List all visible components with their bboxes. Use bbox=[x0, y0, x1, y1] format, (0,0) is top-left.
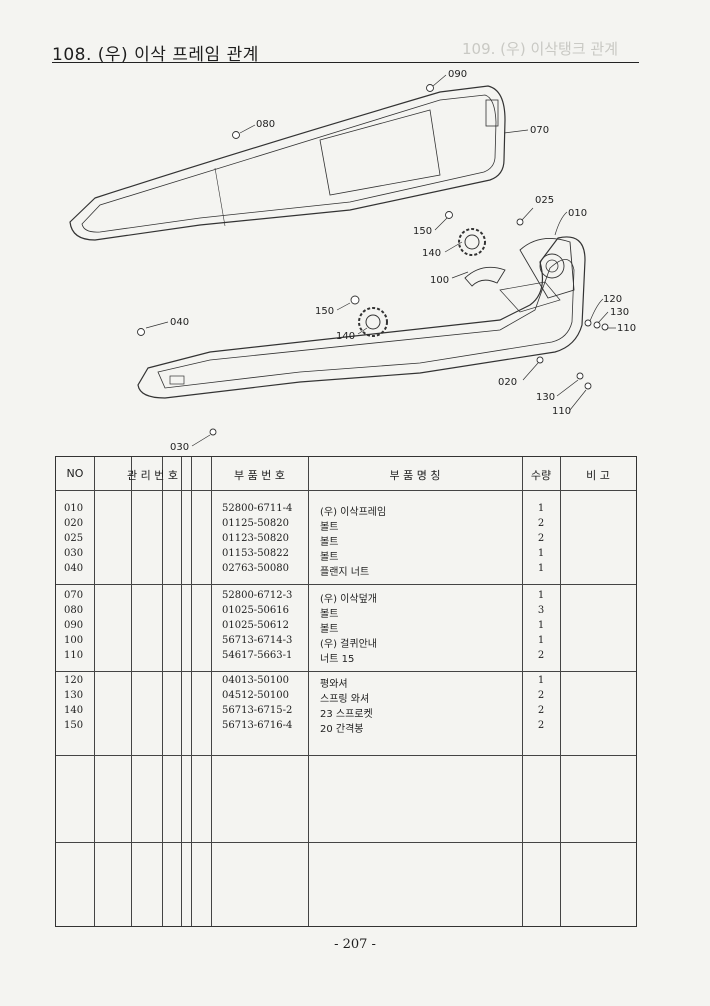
callout-leaders bbox=[145, 74, 616, 447]
callout-120: 120 bbox=[603, 294, 622, 305]
sprocket-140-upper bbox=[458, 228, 486, 256]
callout-150: 150 bbox=[413, 226, 432, 237]
callout-020: 020 bbox=[498, 377, 517, 388]
cover-plate-070 bbox=[69, 85, 506, 241]
callout-030: 030 bbox=[170, 442, 189, 453]
callout-090: 090 bbox=[448, 69, 467, 80]
callout-130-lower: 130 bbox=[536, 392, 555, 403]
ghost-title: 109. (우) 이삭탱크 관계 bbox=[462, 40, 619, 58]
callout-130: 130 bbox=[610, 307, 629, 318]
page-title: 108. (우) 이삭 프레임 관계 bbox=[52, 45, 259, 65]
callout-025: 025 bbox=[535, 195, 554, 206]
fasteners bbox=[137, 84, 609, 436]
title-rule bbox=[52, 62, 639, 63]
exploded-parts-diagram: 090 080 070 025 010 150 140 100 150 140 … bbox=[69, 69, 636, 453]
header-no: NO bbox=[66, 467, 84, 480]
header-part-number: 부 품 번 호 bbox=[234, 469, 285, 482]
callout-150-lower: 150 bbox=[315, 306, 334, 317]
callout-040: 040 bbox=[170, 317, 189, 328]
callout-070: 070 bbox=[530, 125, 549, 136]
header-note: 비 고 bbox=[586, 469, 610, 482]
header-part-name: 부 품 명 칭 bbox=[389, 469, 441, 482]
callout-100: 100 bbox=[430, 275, 449, 286]
header-management-number: 관 리 번 호 bbox=[127, 469, 178, 482]
rear-frame-010 bbox=[137, 236, 586, 399]
callout-140: 140 bbox=[422, 248, 441, 259]
sprocket-140-lower bbox=[358, 307, 388, 337]
page-number: - 207 - bbox=[334, 937, 376, 952]
callout-110: 110 bbox=[617, 323, 636, 334]
callout-010: 010 bbox=[568, 208, 587, 219]
header-quantity: 수량 bbox=[530, 469, 552, 482]
callout-110-lower: 110 bbox=[552, 406, 571, 417]
callout-140-lower: 140 bbox=[336, 331, 355, 342]
callout-080: 080 bbox=[256, 119, 275, 130]
callout-labels: 090 080 070 025 010 150 140 100 150 140 … bbox=[170, 69, 636, 453]
